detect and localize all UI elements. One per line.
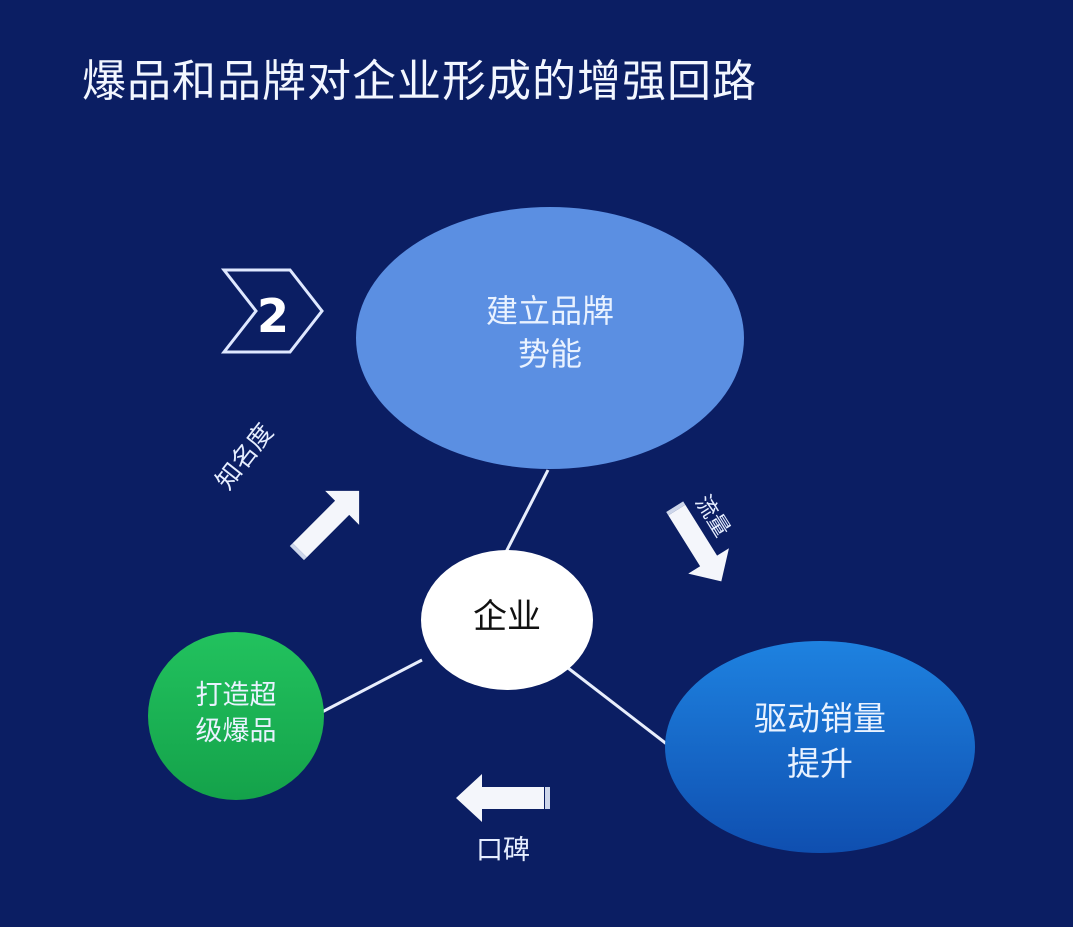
connector-core-hit bbox=[321, 658, 423, 714]
edge-label-word-of-mouth: 口碑 bbox=[476, 835, 530, 866]
arrow-up-right-icon bbox=[289, 490, 360, 561]
node-core bbox=[421, 550, 593, 690]
step-chevron-icon bbox=[220, 268, 324, 354]
node-sales bbox=[665, 641, 975, 853]
node-hit-product bbox=[148, 632, 324, 800]
arrow-left-icon bbox=[456, 774, 550, 822]
connector-brand-core bbox=[504, 469, 550, 553]
connector-core-sales bbox=[567, 666, 669, 747]
node-brand-label: 建立品牌 势能 bbox=[485, 292, 614, 374]
arrow-down-right-icon bbox=[666, 501, 729, 582]
node-hit-product-label: 打造超 级爆品 bbox=[195, 680, 277, 748]
node-brand bbox=[356, 207, 744, 469]
node-sales-label: 驱动销量 提升 bbox=[754, 699, 886, 783]
connector-lines bbox=[321, 469, 669, 747]
page-title: 爆品和品牌对企业形成的增强回路 bbox=[82, 56, 757, 107]
step-number: 2 bbox=[257, 289, 289, 343]
node-core-label: 企业 bbox=[473, 597, 541, 637]
